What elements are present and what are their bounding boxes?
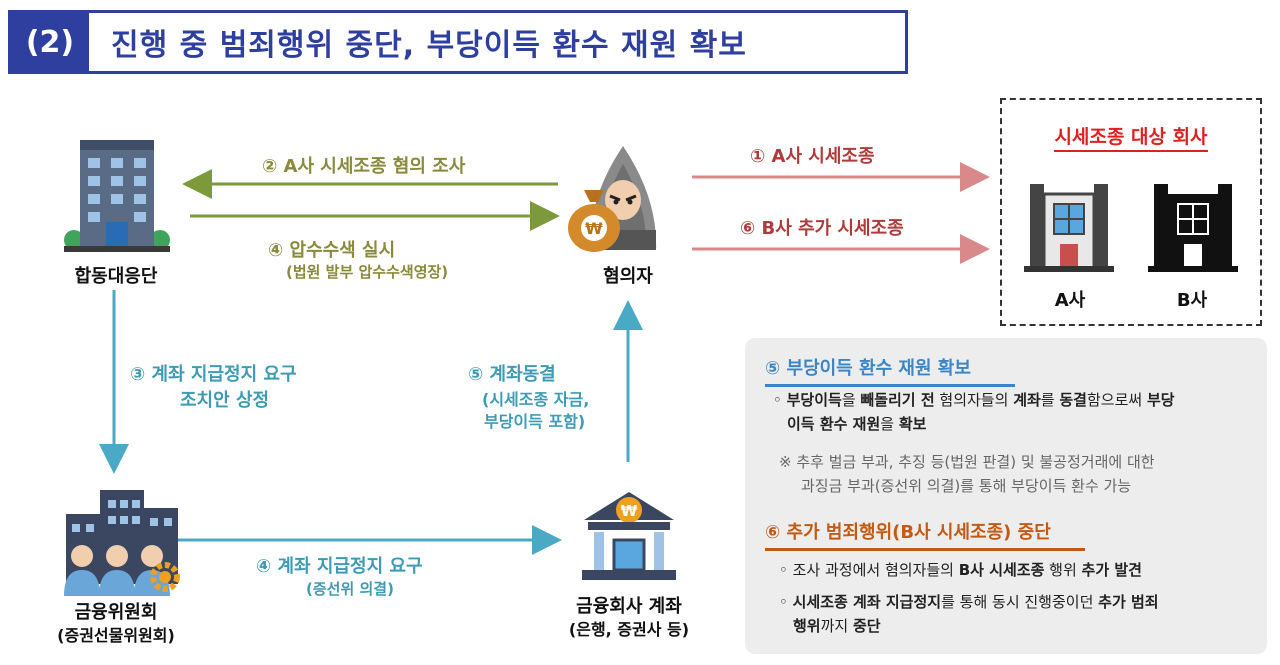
target-companies-box: 시세조종 대상 회사 A사 B사 bbox=[1000, 98, 1262, 326]
target-title: 시세조종 대상 회사 bbox=[1002, 122, 1260, 152]
stop-crime-bullet-2: ◦ 시세조종 계좌 지급정지를 통해 동시 진행중이던 추가 범죄 행위까지 중… bbox=[779, 593, 1159, 635]
money-bag-icon: ₩ bbox=[568, 190, 620, 252]
page-title: 진행 중 범죄행위 중단, 부당이득 환수 재원 확보 bbox=[111, 28, 747, 63]
arrow-label-search: ④ 압수수색 실시 bbox=[268, 240, 396, 261]
arrow-label-freeze-line2: (시세조종 자금, bbox=[482, 390, 590, 409]
arrow-label-suspension-request: ④ 계좌 지급정지 요구 bbox=[256, 556, 423, 577]
company-b-label: B사 bbox=[1176, 290, 1208, 311]
arrow-label-freeze-line3: 부당이득 포함) bbox=[484, 412, 586, 431]
suspect-label: 혐의자 bbox=[603, 266, 653, 287]
info-panel: ⑤ 부당이득 환수 재원 확보 ◦ 부당이득을 빼돌리기 전 혐의자들의 계좌를… bbox=[745, 338, 1267, 654]
arrow-label-manipulation-b: ⑥ B사 추가 시세조종 bbox=[740, 218, 904, 239]
bank-sub-label: (은행, 증권사 등) bbox=[568, 620, 690, 639]
gear-icon bbox=[150, 562, 180, 592]
company-a-building-icon bbox=[1024, 184, 1114, 272]
arrow-label-investigation: ② A사 시세조종 혐의 조사 bbox=[262, 156, 466, 177]
joint-team-label: 합동대응단 bbox=[74, 266, 158, 287]
arrow-label-suspension-request-sub: (증선위 의결) bbox=[306, 580, 394, 598]
arrow-label-suspension-proposal: ③ 계좌 지급정지 요구 bbox=[130, 364, 297, 385]
bank-account-label: 금융회사 계좌 bbox=[576, 596, 682, 617]
arrow-label-manipulation-a: ① A사 시세조종 bbox=[750, 146, 875, 167]
arrow-label-search-sub: (법원 발부 압수수색영장) bbox=[286, 263, 449, 281]
stop-crime-bullet-1: ◦ 조사 과정에서 혐의자들의 B사 시세조종 행위 추가 발견 bbox=[779, 561, 1142, 579]
svg-text:₩: ₩ bbox=[621, 502, 638, 520]
section-title-recovery: ⑤ 부당이득 환수 재원 확보 bbox=[765, 354, 1015, 387]
title-bar: (2) 진행 중 범죄행위 중단, 부당이득 환수 재원 확보 bbox=[8, 10, 908, 74]
recovery-bullet: ◦ 부당이득을 빼돌리기 전 혐의자들의 계좌를 동결함으로써 부당 이득 환수… bbox=[773, 391, 1175, 433]
recovery-note: ※ 추후 벌금 부과, 추징 등(법원 판결) 및 불공정거래에 대한 과징금 … bbox=[779, 453, 1155, 495]
company-b-building-icon bbox=[1148, 184, 1238, 272]
svg-text:₩: ₩ bbox=[585, 219, 603, 238]
fsc-sub-label: (증권선물위원회) bbox=[57, 626, 175, 645]
title-number: (2) bbox=[11, 13, 89, 71]
section-title-stop-crime: ⑥ 추가 범죄행위(B사 시세조종) 중단 bbox=[765, 518, 1085, 551]
company-a-label: A사 bbox=[1054, 290, 1086, 311]
office-building-icon bbox=[64, 140, 170, 252]
arrow-label-suspension-proposal-line2: 조치안 상정 bbox=[180, 390, 270, 411]
arrow-label-freeze: ⑤ 계좌동결 bbox=[468, 364, 556, 385]
fsc-label: 금융위원회 bbox=[74, 602, 158, 623]
bank-icon: ₩ bbox=[582, 492, 676, 580]
